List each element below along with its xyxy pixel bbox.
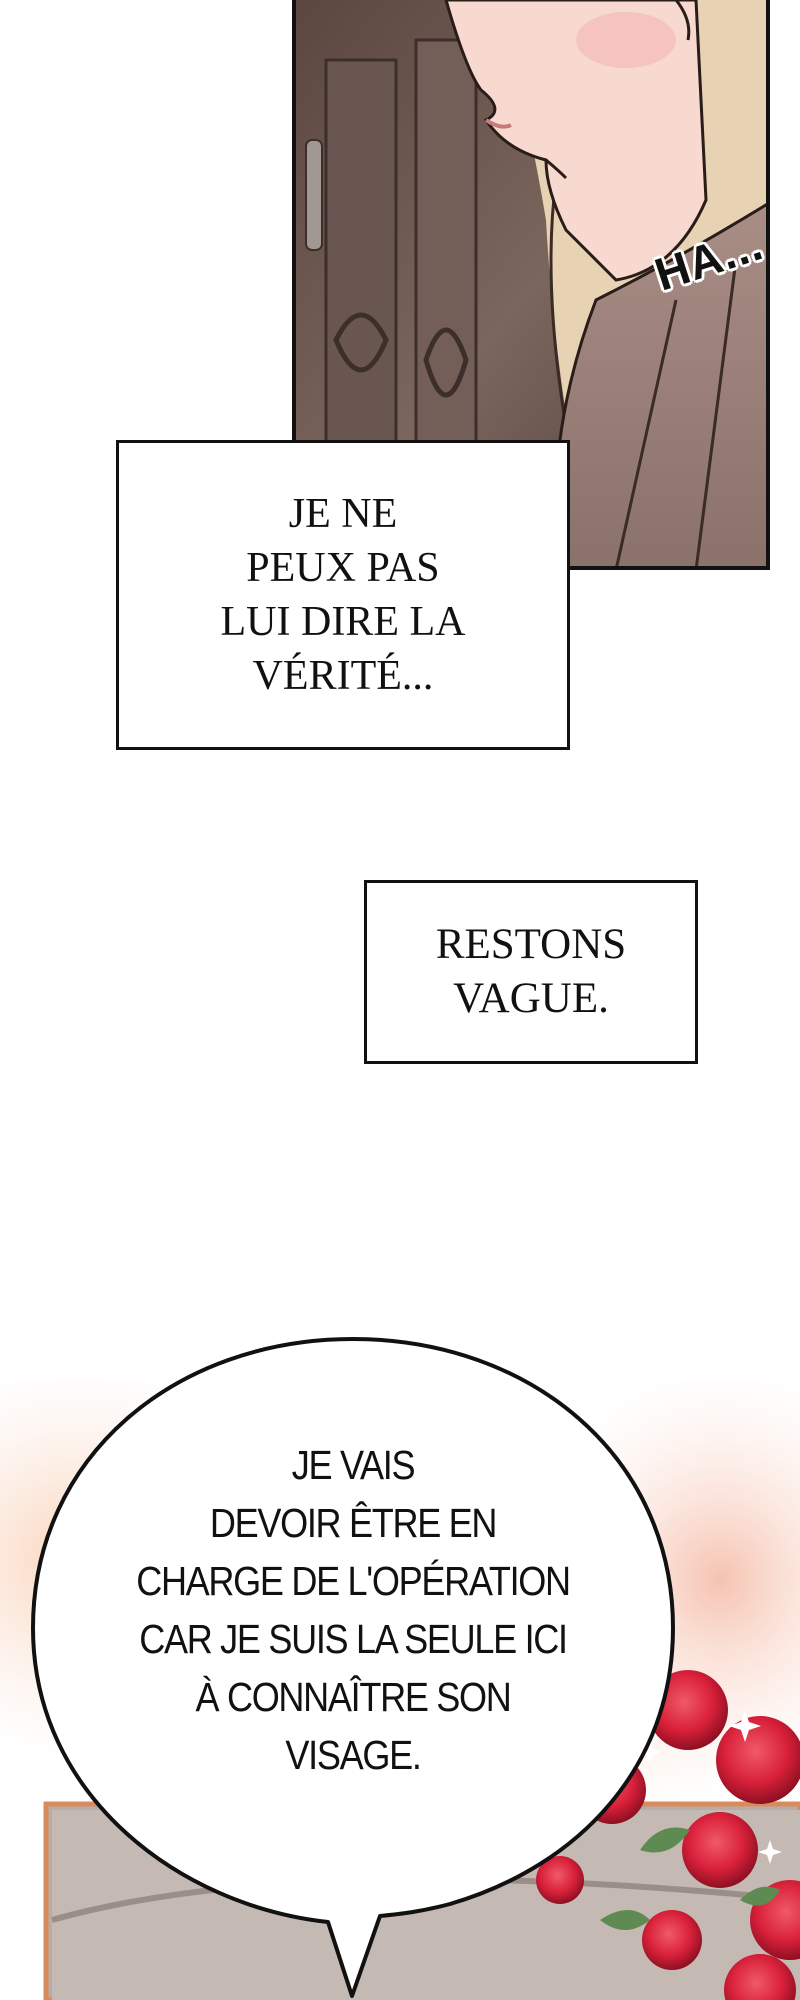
speech-bubble bbox=[31, 1337, 675, 1998]
narration-line: JE NE bbox=[288, 491, 398, 537]
narration-line: VÉRITÉ... bbox=[252, 653, 434, 699]
narration-line: LUI DIRE LA bbox=[220, 599, 466, 645]
speech-line: À CONNAÎTRE SON bbox=[195, 1674, 512, 1720]
speech-line: CHARGE DE L'OPÉRATION bbox=[136, 1558, 571, 1604]
narration-box-2-text: RESTONS VAGUE. bbox=[436, 918, 626, 1026]
narration-box-2: RESTONS VAGUE. bbox=[364, 880, 698, 1064]
top-panel: HA... bbox=[292, 0, 770, 570]
narration-line: VAGUE. bbox=[453, 975, 609, 1022]
speech-line: DEVOIR ÊTRE EN bbox=[209, 1500, 498, 1546]
speech-bubble-text: JE VAIS DEVOIR ÊTRE EN CHARGE DE L'OPÉRA… bbox=[69, 1436, 637, 1784]
narration-box-1: JE NE PEUX PAS LUI DIRE LA VÉRITÉ... bbox=[116, 440, 570, 750]
top-panel-art bbox=[296, 0, 766, 566]
speech-line: JE VAIS bbox=[291, 1442, 416, 1488]
narration-line: PEUX PAS bbox=[246, 545, 440, 591]
narration-line: RESTONS bbox=[435, 921, 627, 968]
speech-line: VISAGE. bbox=[285, 1732, 421, 1778]
narration-box-1-text: JE NE PEUX PAS LUI DIRE LA VÉRITÉ... bbox=[221, 487, 466, 703]
speech-line: CAR JE SUIS LA SEULE ICI bbox=[139, 1616, 568, 1662]
